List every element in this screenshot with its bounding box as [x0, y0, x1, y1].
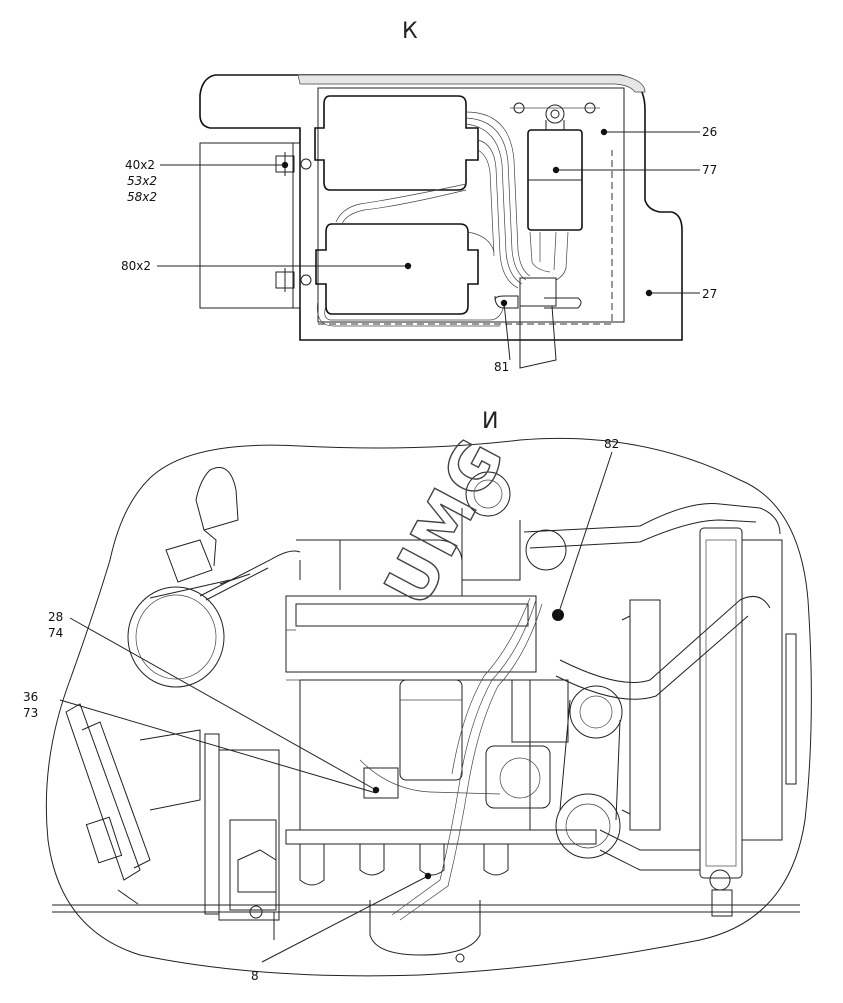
watermark: UMG	[371, 424, 521, 618]
upper-hose	[523, 503, 781, 535]
cooling-fan	[621, 599, 661, 831]
view-boundary	[45, 437, 812, 977]
housing-outline	[199, 74, 683, 341]
callout-77: 77	[702, 163, 717, 177]
callout-82: 82	[604, 437, 619, 451]
callout-8: 8	[251, 969, 259, 983]
leader-lines-k	[157, 128, 700, 361]
top-seal	[297, 74, 646, 93]
view-k-label: К	[402, 19, 418, 44]
callout-58x2: 58x2	[127, 190, 157, 204]
callout-27: 27	[702, 287, 717, 301]
lower-hose	[559, 595, 771, 683]
relay-box-lower	[315, 223, 479, 315]
callout-53x2: 53x2	[127, 174, 157, 188]
callout-74: 74	[48, 626, 63, 640]
bracket-plate	[199, 142, 301, 309]
callout-73: 73	[23, 706, 38, 720]
flywheel-housing	[204, 733, 280, 940]
view-k: К	[121, 19, 717, 374]
relay-box-upper	[314, 95, 479, 191]
view-i: И	[23, 409, 812, 983]
bolt-icon	[275, 268, 312, 292]
air-filter	[127, 467, 301, 688]
bolt-icon	[275, 152, 312, 176]
view-i-label: И	[482, 409, 498, 434]
engine-wire-harness	[286, 597, 543, 921]
callout-28: 28	[48, 610, 63, 624]
callout-36: 36	[23, 690, 38, 704]
clamp-81	[494, 295, 519, 309]
starter-motor	[65, 703, 201, 905]
radiator	[699, 527, 797, 917]
callout-80x2: 80x2	[121, 259, 151, 273]
callout-26: 26	[702, 125, 717, 139]
harness-grommet	[519, 277, 557, 369]
callout-81: 81	[494, 360, 509, 374]
callout-40x2: 40x2	[125, 158, 155, 172]
leader-lines-i	[59, 451, 613, 963]
relay-module-77	[510, 102, 600, 231]
wire-harness	[317, 111, 569, 327]
